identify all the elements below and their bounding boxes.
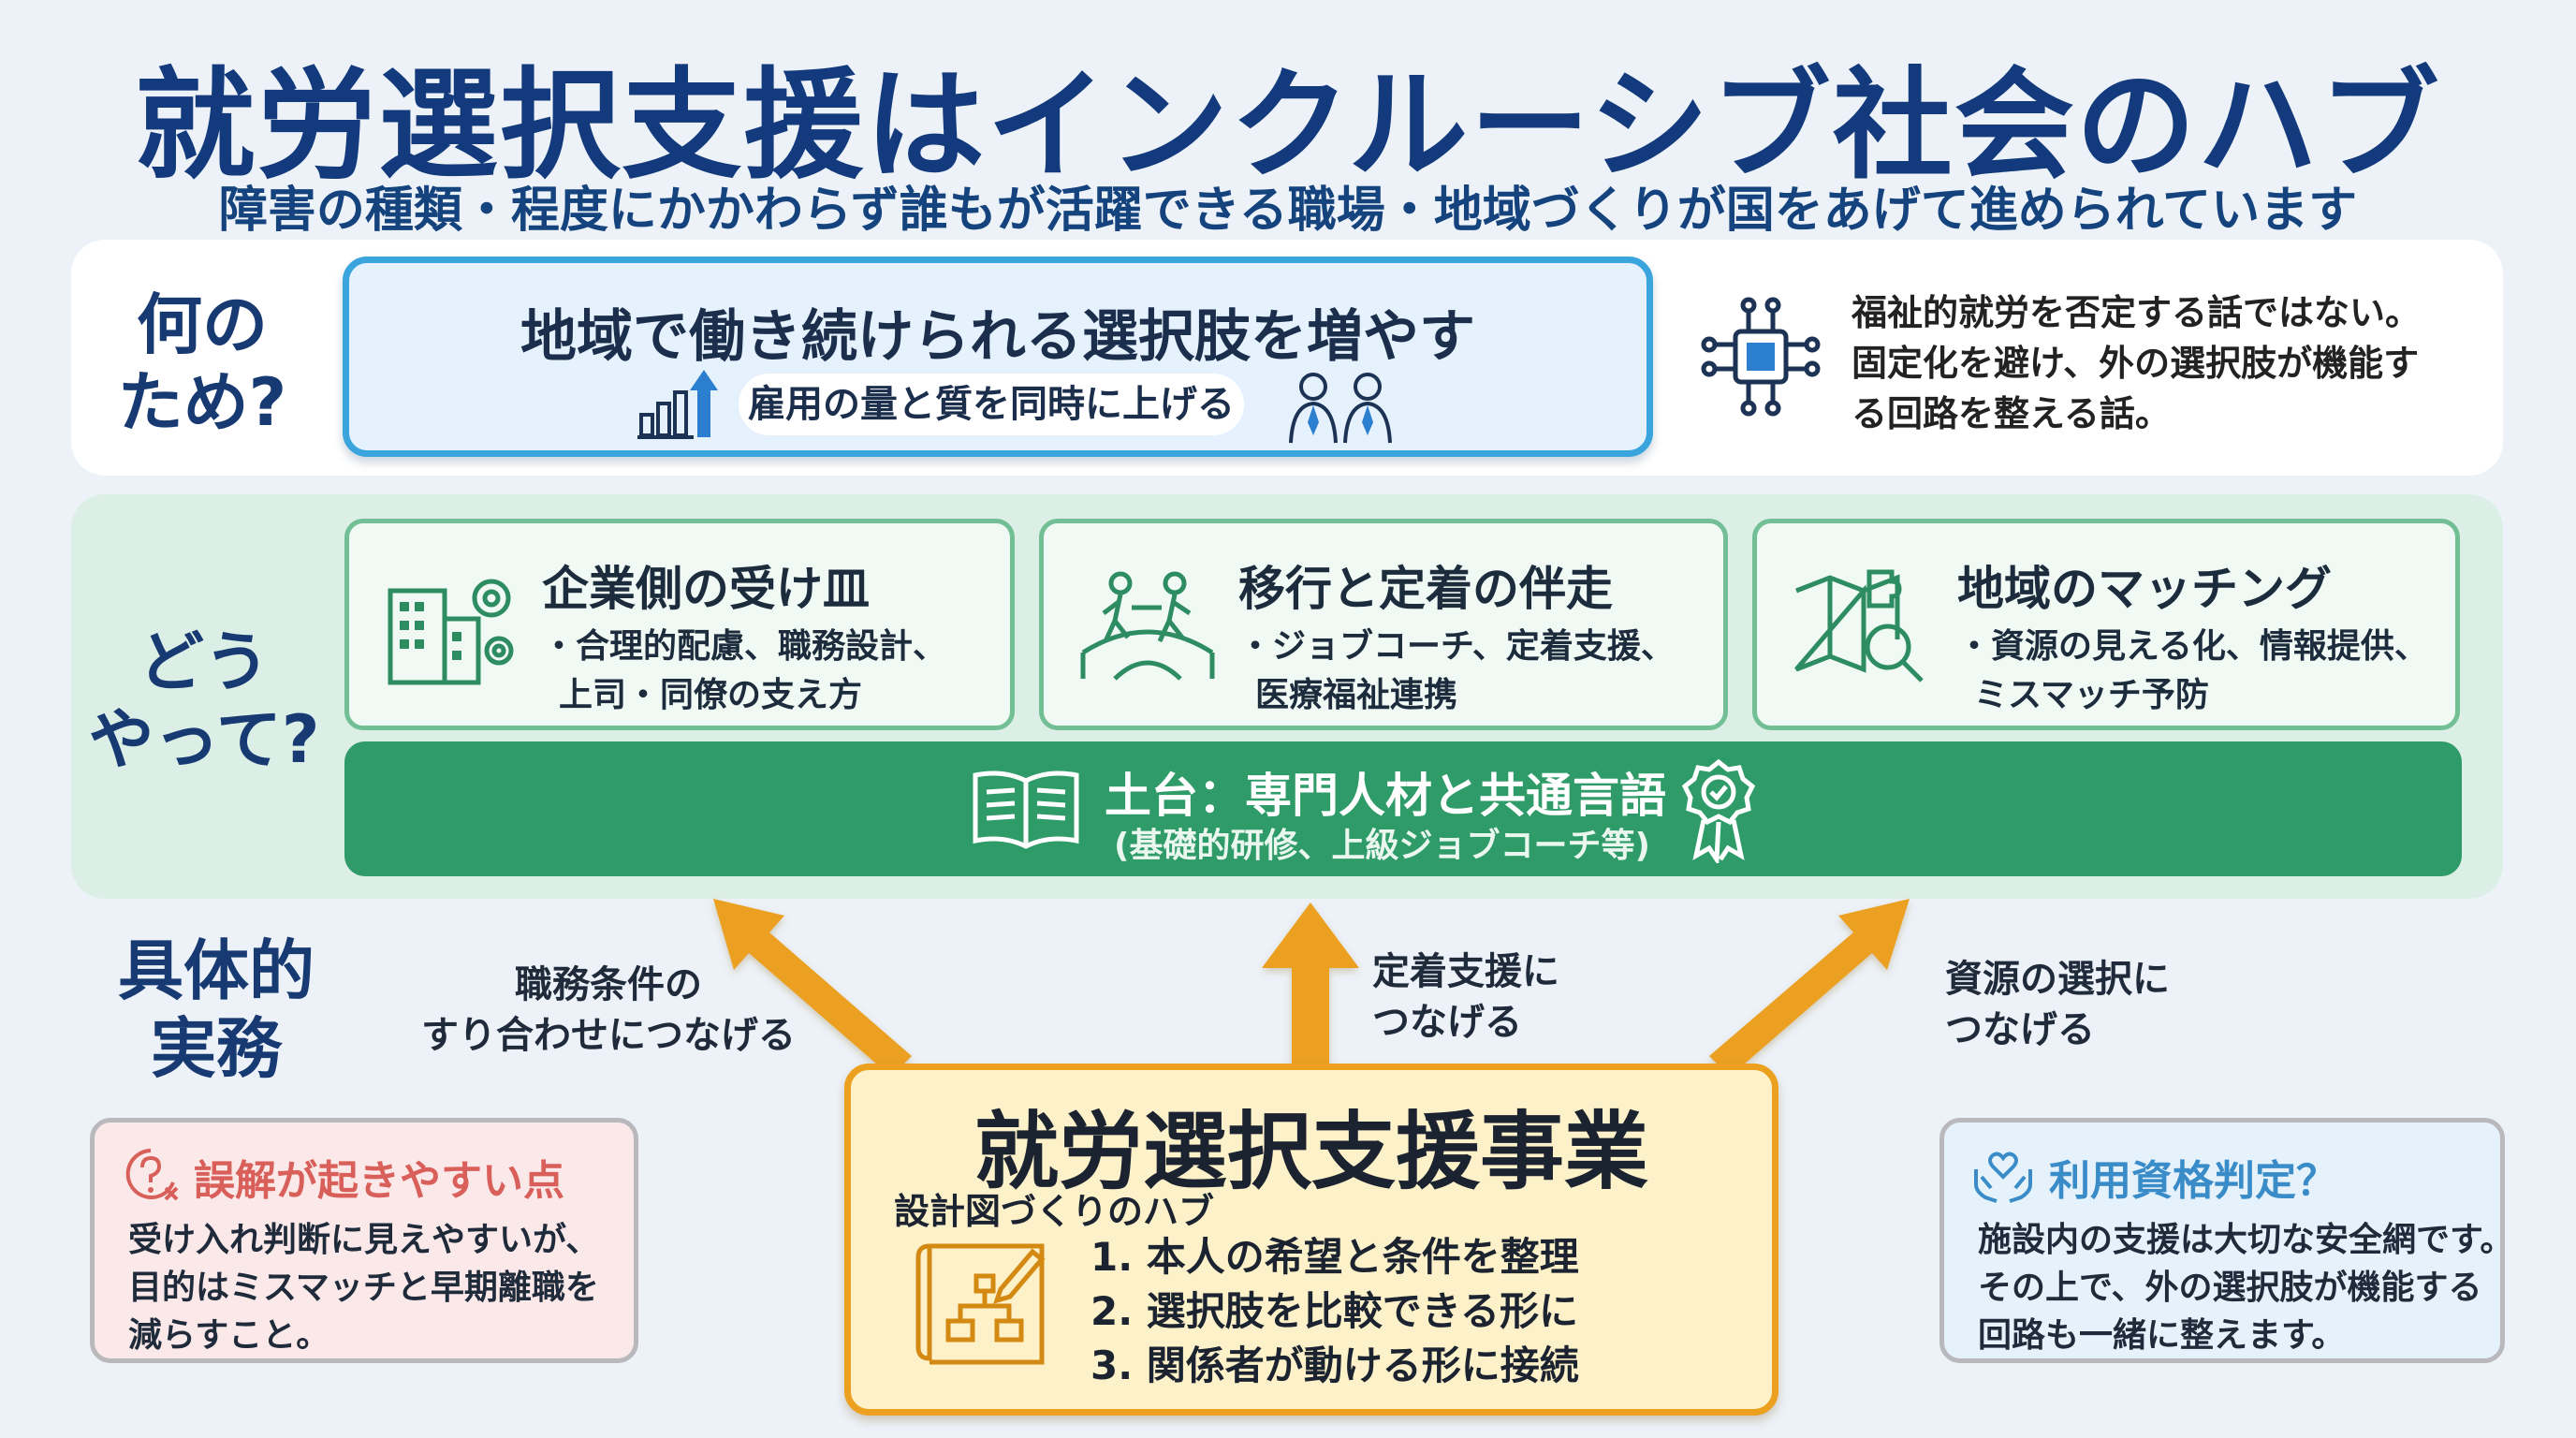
arrow-left: [713, 899, 912, 1077]
misunderstanding-line3: 減らすこと。: [128, 1316, 330, 1356]
practice-label-line1: 具体的: [118, 932, 315, 1009]
arrow-center-label: 定着支援に つなげる: [1372, 947, 1559, 1048]
card-transition-line2: 医療福祉連携: [1255, 676, 1458, 715]
purpose-note-line3: る回路を整える話。: [1852, 392, 2171, 434]
purpose-label-line2: ため?: [117, 363, 287, 441]
arrow-right: [1709, 899, 1910, 1077]
practice-label: 具体的 実務: [90, 932, 343, 1087]
eligibility-line2: その上で、外の選択肢が機能する: [1978, 1269, 2482, 1308]
hub-subtitle: 設計図づくりのハブ: [894, 1191, 1215, 1232]
eligibility-heading: 利用資格判定？: [2049, 1157, 2337, 1205]
growth-chart-icon: [637, 370, 718, 439]
people-icon: [1289, 373, 1392, 444]
card-matching-title: 地域のマッチング: [1957, 562, 2332, 616]
people-bridge-icon: [1080, 571, 1215, 681]
card-matching: 地域のマッチング ・資源の見える化、情報提供、 ミスマッチ予防: [1752, 519, 2460, 730]
card-matching-line2: ミスマッチ予防: [1974, 676, 2209, 715]
building-gear-icon: [388, 579, 514, 685]
hub-box: 就労選択支援事業 設計図づくりのハブ 1. 本人の希望と条件を整理 2. 選択肢…: [844, 1064, 1778, 1416]
eligibility-text: 施設内の支援は大切な安全網です。 その上で、外の選択肢が機能する 回路も一緒に整…: [1978, 1216, 2513, 1359]
arrow-center: [1262, 902, 1359, 1065]
how-label-line2: やって?: [88, 700, 320, 778]
card-company-body: ・合理的配慮、職務設計、 上司・同僚の支え方: [542, 623, 946, 720]
purpose-note: 福祉的就労を否定する話ではない。 固定化を避け、外の選択肢が機能す る回路を整え…: [1852, 288, 2421, 440]
card-company: 企業側の受け皿 ・合理的配慮、職務設計、 上司・同僚の支え方: [344, 519, 1015, 730]
misunderstanding-line2: 目的はミスマッチと早期離職を: [128, 1269, 599, 1308]
eligibility-box: 利用資格判定？ 施設内の支援は大切な安全網です。 その上で、外の選択肢が機能する…: [1939, 1118, 2513, 1363]
card-company-line1: ・合理的配慮、職務設計、: [542, 627, 947, 666]
card-transition-body: ・ジョブコーチ、定着支援、 医療福祉連携: [1238, 623, 1675, 720]
arrow-left-label-line1: 職務条件の: [515, 963, 702, 1006]
foundation-subtitle: (基礎的研修、上級ジョブコーチ等): [1114, 827, 1650, 865]
question-alert-icon: [125, 1149, 179, 1201]
hub-item-1: 1. 本人の希望と条件を整理: [1090, 1234, 1579, 1280]
arrow-right-label-line2: つなげる: [1945, 1007, 2095, 1051]
foundation-title: 土台：専門人材と共通言語: [1105, 769, 1666, 823]
hub-item-3: 3. 関係者が動ける形に接続: [1090, 1343, 1579, 1388]
blueprint-pencil-icon: [915, 1243, 1046, 1365]
arrow-right-label-line1: 資源の選択に: [1945, 958, 2170, 1001]
arrow-left-label: 職務条件の すり合わせにつなげる: [412, 961, 805, 1061]
arrow-left-label-line2: すり合わせにつなげる: [421, 1013, 796, 1057]
purpose-note-line1: 福祉的就労を否定する話ではない。: [1852, 292, 2422, 333]
purpose-pill: 雇用の量と質を同時に上げる: [739, 374, 1244, 435]
misunderstanding-heading: 誤解が起きやすい点: [194, 1157, 564, 1205]
misunderstanding-line1: 受け入れ判断に見えやすいが、: [128, 1221, 600, 1259]
card-matching-body: ・資源の見える化、情報提供、 ミスマッチ予防: [1957, 623, 2428, 720]
book-icon: [973, 770, 1079, 849]
hub-title: 就労選択支援事業: [974, 1103, 1648, 1201]
arrow-center-label-line2: つなげる: [1372, 1000, 1522, 1044]
card-company-line2: 上司・同僚の支え方: [559, 676, 863, 715]
card-company-title: 企業側の受け皿: [542, 562, 870, 616]
misunderstanding-text: 受け入れ判断に見えやすいが、 目的はミスマッチと早期離職を 減らすこと。: [128, 1216, 599, 1359]
card-transition-line1: ・ジョブコーチ、定着支援、: [1238, 627, 1675, 666]
purpose-box: 地域で働き続けられる選択肢を増やす 雇用の量と質を同時に上げる: [343, 257, 1653, 457]
purpose-note-line2: 固定化を避け、外の選択肢が機能す: [1852, 342, 2420, 384]
practice-label-line2: 実務: [151, 1009, 282, 1087]
how-label-line1: どう: [139, 624, 270, 700]
misunderstanding-box: 誤解が起きやすい点 受け入れ判断に見えやすいが、 目的はミスマッチと早期離職を …: [90, 1118, 638, 1363]
eligibility-line1: 施設内の支援は大切な安全網です。: [1978, 1221, 2514, 1259]
page-title: 就労選択支援はインクルーシブ社会のハブ: [135, 56, 2441, 196]
hub-item-2: 2. 選択肢を比較できる形に: [1090, 1288, 1578, 1334]
map-puzzle-icon: [1794, 569, 1924, 682]
purpose-label-line1: 何の: [137, 286, 268, 363]
purpose-label: 何の ため?: [90, 286, 315, 441]
award-badge-icon: [1681, 758, 1756, 863]
circuit-chip-icon: [1701, 297, 1821, 417]
foundation-bar: 土台：専門人材と共通言語 (基礎的研修、上級ジョブコーチ等): [344, 741, 2462, 876]
heart-hands-icon: [1974, 1152, 2032, 1203]
page-subtitle: 障害の種類・程度にかかわらず誰もが活躍できる職場・地域づくりが国をあげて進められ…: [218, 183, 2358, 239]
card-transition: 移行と定着の伴走 ・ジョブコーチ、定着支援、 医療福祉連携: [1039, 519, 1728, 730]
eligibility-line3: 回路も一緒に整えます。: [1978, 1316, 2346, 1356]
card-matching-line1: ・資源の見える化、情報提供、: [1957, 627, 2428, 666]
purpose-title: 地域で働き続けられる選択肢を増やす: [520, 304, 1475, 370]
card-transition-title: 移行と定着の伴走: [1238, 562, 1613, 616]
how-label: どう やって?: [84, 624, 324, 778]
arrow-right-label: 資源の選択に つなげる: [1945, 955, 2170, 1055]
arrow-center-label-line1: 定着支援に: [1372, 950, 1559, 993]
